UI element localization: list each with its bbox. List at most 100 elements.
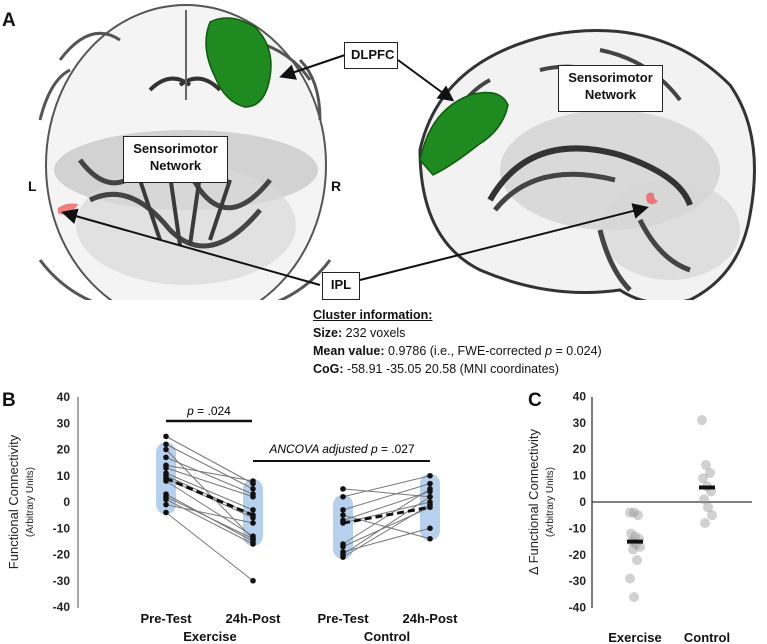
data-point (163, 478, 169, 484)
c-tick-label: -30 (569, 574, 587, 588)
data-point (250, 507, 256, 513)
b-cat-exercise-post: 24h-Post (226, 611, 282, 626)
c-y-axis-sublabel: (Arbitrary Units) (545, 467, 556, 537)
data-point (163, 496, 169, 503)
data-point (250, 514, 256, 521)
b-group-control: Control (364, 629, 410, 644)
subject-line (165, 472, 254, 511)
subject-line (342, 483, 431, 511)
subject-line (165, 456, 254, 495)
data-point (250, 493, 256, 500)
subject-line (165, 480, 254, 537)
c-tick-label: 0 (579, 495, 586, 509)
ipl-arrow-left (61, 208, 321, 286)
ipl-label: IPL (322, 272, 360, 300)
data-point (340, 543, 346, 550)
subject-line (165, 443, 254, 490)
data-point (163, 441, 169, 448)
mean-marker (699, 485, 715, 490)
subject-line (165, 496, 254, 540)
subject-line (342, 488, 431, 498)
c-cat-control: Control (684, 630, 730, 644)
b-tick-label: 0 (63, 495, 70, 509)
b-tick-label: -40 (53, 600, 71, 614)
b-cat-control-pre: Pre-Test (317, 611, 369, 626)
data-point (427, 472, 433, 479)
mean-line (165, 476, 254, 517)
subject-line (165, 464, 254, 482)
b-tick-label: 30 (57, 416, 71, 430)
left-hemisphere-label: L (28, 178, 37, 194)
subject-line (342, 491, 431, 521)
dlpfc-region-sagittal (419, 91, 509, 176)
dlpfc-arrow-right (397, 59, 455, 102)
b-cat-exercise-pre: Pre-Test (140, 611, 192, 626)
data-point (250, 577, 256, 584)
subject-line (165, 498, 254, 545)
data-point (340, 486, 346, 492)
cluster-title: Cluster information: (313, 308, 433, 322)
data-point (163, 465, 169, 471)
data-point (250, 535, 256, 542)
data-point (163, 446, 169, 453)
subject-line (165, 512, 254, 582)
data-point (427, 480, 433, 487)
b-plot-area (156, 433, 440, 584)
data-point (340, 507, 346, 513)
b-tick-label: -20 (53, 548, 71, 562)
c-tick-label: 30 (573, 416, 587, 430)
data-point (340, 554, 346, 560)
chart-b: Functional Connectivity (Arbitrary Units… (6, 390, 459, 644)
mean-line (342, 505, 431, 525)
delta-point (626, 528, 636, 539)
subject-line (342, 496, 431, 555)
cluster-cog: CoG: -58.91 -35.05 20.58 (MNI coordinate… (313, 362, 559, 376)
subject-line (342, 506, 431, 548)
subject-line (342, 504, 431, 558)
cluster-information: Cluster information: Size: 232 voxels Me… (313, 306, 602, 378)
b-group-exercise: Exercise (183, 629, 237, 644)
b-cat-control-post: 24h-Post (403, 611, 459, 626)
delta-point (699, 494, 709, 505)
distribution-band (333, 494, 353, 560)
data-point (163, 433, 169, 440)
data-point (427, 525, 433, 532)
b-sig-text-within: p = .024 (186, 404, 231, 418)
b-tick-label: -30 (53, 574, 71, 588)
data-point (340, 520, 346, 526)
c-tick-label: -10 (569, 521, 587, 535)
b-y-axis-label: Functional Connectivity (6, 434, 21, 569)
data-point (163, 501, 169, 508)
brain-renderings (38, 4, 756, 300)
c-tick-label: -40 (569, 601, 587, 615)
b-tick-label: 10 (57, 469, 71, 483)
delta-point (625, 507, 635, 518)
data-point (427, 535, 433, 542)
panel-b-letter: B (2, 390, 16, 411)
c-plot-area (625, 415, 717, 603)
chart-c: Δ Functional Connectivity (Arbitrary Uni… (526, 389, 752, 644)
data-point (250, 541, 256, 547)
data-point (427, 493, 433, 500)
dlpfc-arrow-left (279, 54, 346, 80)
b-tick-label: 40 (57, 390, 71, 404)
delta-point (632, 555, 642, 566)
c-tick-label: 40 (573, 389, 587, 403)
subject-line (165, 504, 254, 524)
sensorimotor-label-sagittal: Sensorimotor Network (558, 65, 663, 112)
cluster-mean-value: Mean value: 0.9786 (i.e., FWE-corrected … (313, 344, 602, 358)
delta-point (630, 531, 640, 542)
data-point (427, 486, 433, 492)
data-point (340, 493, 346, 500)
delta-point (703, 502, 713, 513)
right-hemisphere-label: R (331, 178, 342, 194)
b-tick-label: -10 (53, 521, 71, 535)
delta-point (697, 415, 707, 426)
b-y-axis-sublabel: (Arbitrary Units) (25, 467, 36, 537)
c-tick-label: -20 (569, 548, 587, 562)
cluster-size: Size: 232 voxels (313, 326, 406, 340)
panel-a-letter: A (2, 10, 16, 31)
data-point (163, 509, 169, 516)
subject-line (165, 467, 254, 498)
